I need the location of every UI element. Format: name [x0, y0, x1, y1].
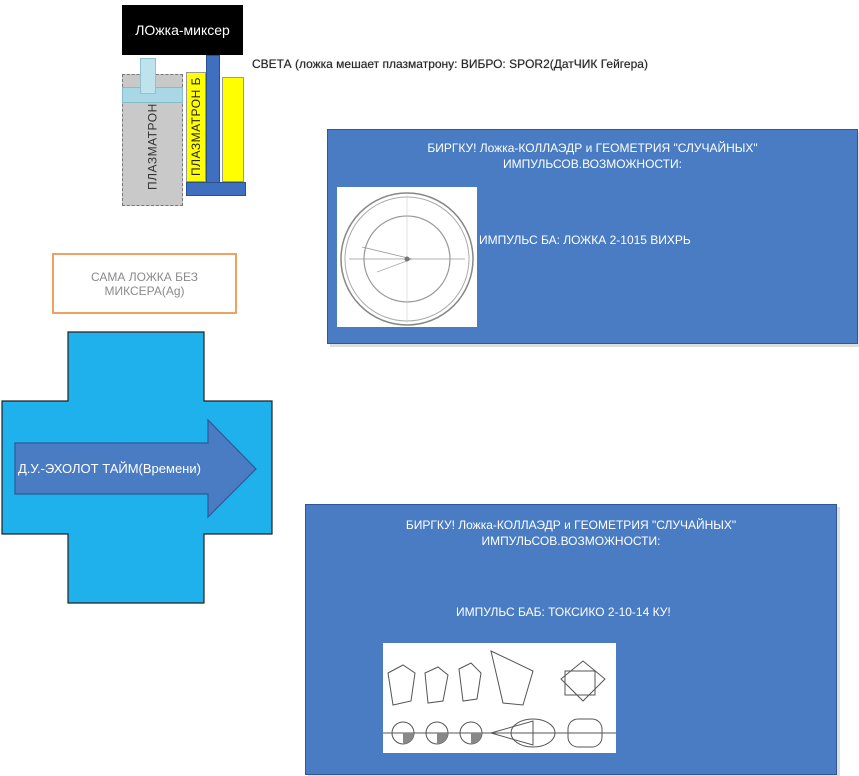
spoon-without-mixer-text: САМА ЛОЖКА БЕЗ МИКСЕРА(Ag) — [91, 269, 198, 298]
panel2-title-line2: ИМПУЛЬСОВ.ВОЗМОЖНОСТИ: — [481, 534, 661, 548]
blue-base — [186, 182, 246, 196]
panel2-title-line1: БИРГКУ! Ложка-КОЛЛАЭДР и ГЕОМЕТРИЯ "СЛУЧ… — [405, 518, 737, 532]
plasmatron-b-side-block — [222, 77, 244, 182]
panel2-impulse-text: ИМПУЛЬС БАБ: ТОКСИКО 2-10-14 КУ! — [456, 605, 671, 619]
arrow-label: Д.У.-ЭХОЛОТ ТАЙМ(Времени) — [18, 461, 201, 476]
panel1-title-line1: БИРГКУ! Ложка-КОЛЛАЭДР и ГЕОМЕТРИЯ "СЛУЧ… — [427, 141, 758, 155]
cross-shape — [1, 331, 273, 604]
panel1-impulse-text: ИМПУЛЬС БА: ЛОЖКА 2-1015 ВИХРЬ — [479, 233, 691, 247]
plasmatron-b: ПЛАЗМАТРОН Б — [186, 72, 206, 182]
panel1-title-line2: ИМПУЛЬСОВ.ВОЗМОЖНОСТИ: — [503, 157, 682, 171]
geometry-figures-image — [383, 643, 616, 753]
mixer-label-box: ЛОжка-миксер — [122, 5, 243, 55]
svet-annotation: СВЕТА (ложка мешает плазматрону: ВИБРО: … — [252, 57, 648, 71]
circle-diagram-image — [337, 187, 477, 327]
arrow-icon — [14, 418, 257, 519]
plasmatron-a-connector — [140, 58, 156, 94]
spoon-without-mixer-box: САМА ЛОЖКА БЕЗ МИКСЕРА(Ag) — [52, 253, 237, 314]
mixer-label: ЛОжка-миксер — [135, 22, 230, 38]
